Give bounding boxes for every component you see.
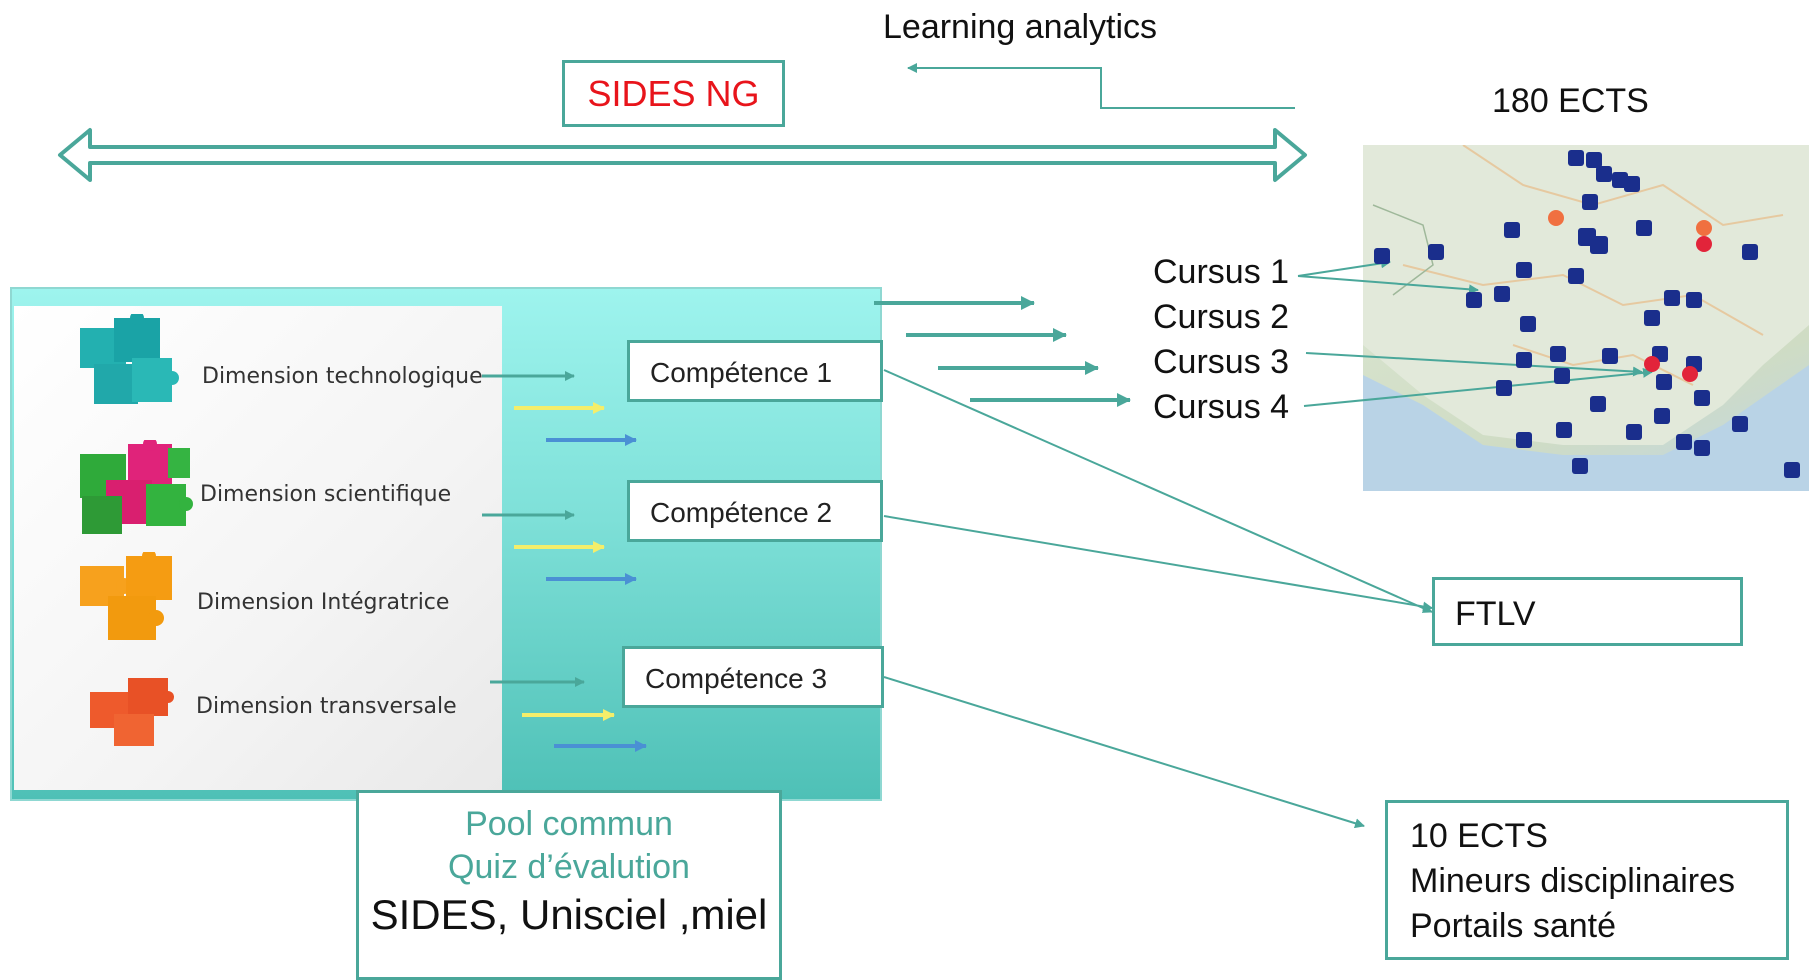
france-map [1363,145,1809,491]
competence-3-box: Compétence 3 [622,646,884,708]
cursus-1-label: Cursus 1 [1153,253,1290,291]
ects-10-box: 10 ECTS Mineurs disciplinaires Portails … [1385,800,1789,960]
learning-analytics-arrow [907,63,1295,109]
ftlv-box: FTLV [1432,577,1743,646]
competence-1-label: Compétence 1 [650,357,833,388]
sides-ng-box: SIDES NG [562,60,785,127]
competence-2-label: Compétence 2 [650,497,833,528]
ftlv-label: FTLV [1455,595,1536,633]
comp3-ects-arrow [883,676,1365,829]
dimension-scientifique-label: Dimension scientifique [200,482,452,507]
competence-3-label: Compétence 3 [645,663,828,694]
cursus-3-label: Cursus 3 [1153,343,1290,381]
cursus-2-label: Cursus 2 [1153,298,1290,336]
competence-1-box: Compétence 1 [627,340,883,402]
learning-analytics-label: Learning analytics [883,8,1158,46]
competence-2-box: Compétence 2 [627,480,883,542]
sides-ng-label: SIDES NG [587,73,760,114]
puzzle-red-icon [84,672,184,752]
cursus-4-label: Cursus 4 [1153,388,1290,426]
puzzle-teal-icon [74,311,184,414]
dimension-integratrice-label: Dimension Intégratrice [197,590,450,615]
pool-line-3: SIDES, Unisciel ,miel [370,891,768,938]
pool-line-2: Quiz d’évalution [448,848,690,886]
puzzle-orange-icon [76,549,186,644]
pool-commun-box: Pool commun Quiz d’évalution SIDES, Unis… [356,790,782,980]
pool-line-1: Pool commun [465,805,673,843]
ects-10-line-3: Portails santé [1410,907,1616,945]
dimension-technologique-label: Dimension technologique [202,364,483,389]
puzzle-green-pink-icon [76,437,196,540]
dimension-transversale-label: Dimension transversale [196,694,457,719]
double-arrow [58,128,1307,182]
ects-180-label: 180 ECTS [1492,82,1649,120]
ects-10-line-1: 10 ECTS [1410,817,1548,855]
comp2-ftlv-arrow [883,515,1433,612]
ects-10-line-2: Mineurs disciplinaires [1410,862,1736,900]
